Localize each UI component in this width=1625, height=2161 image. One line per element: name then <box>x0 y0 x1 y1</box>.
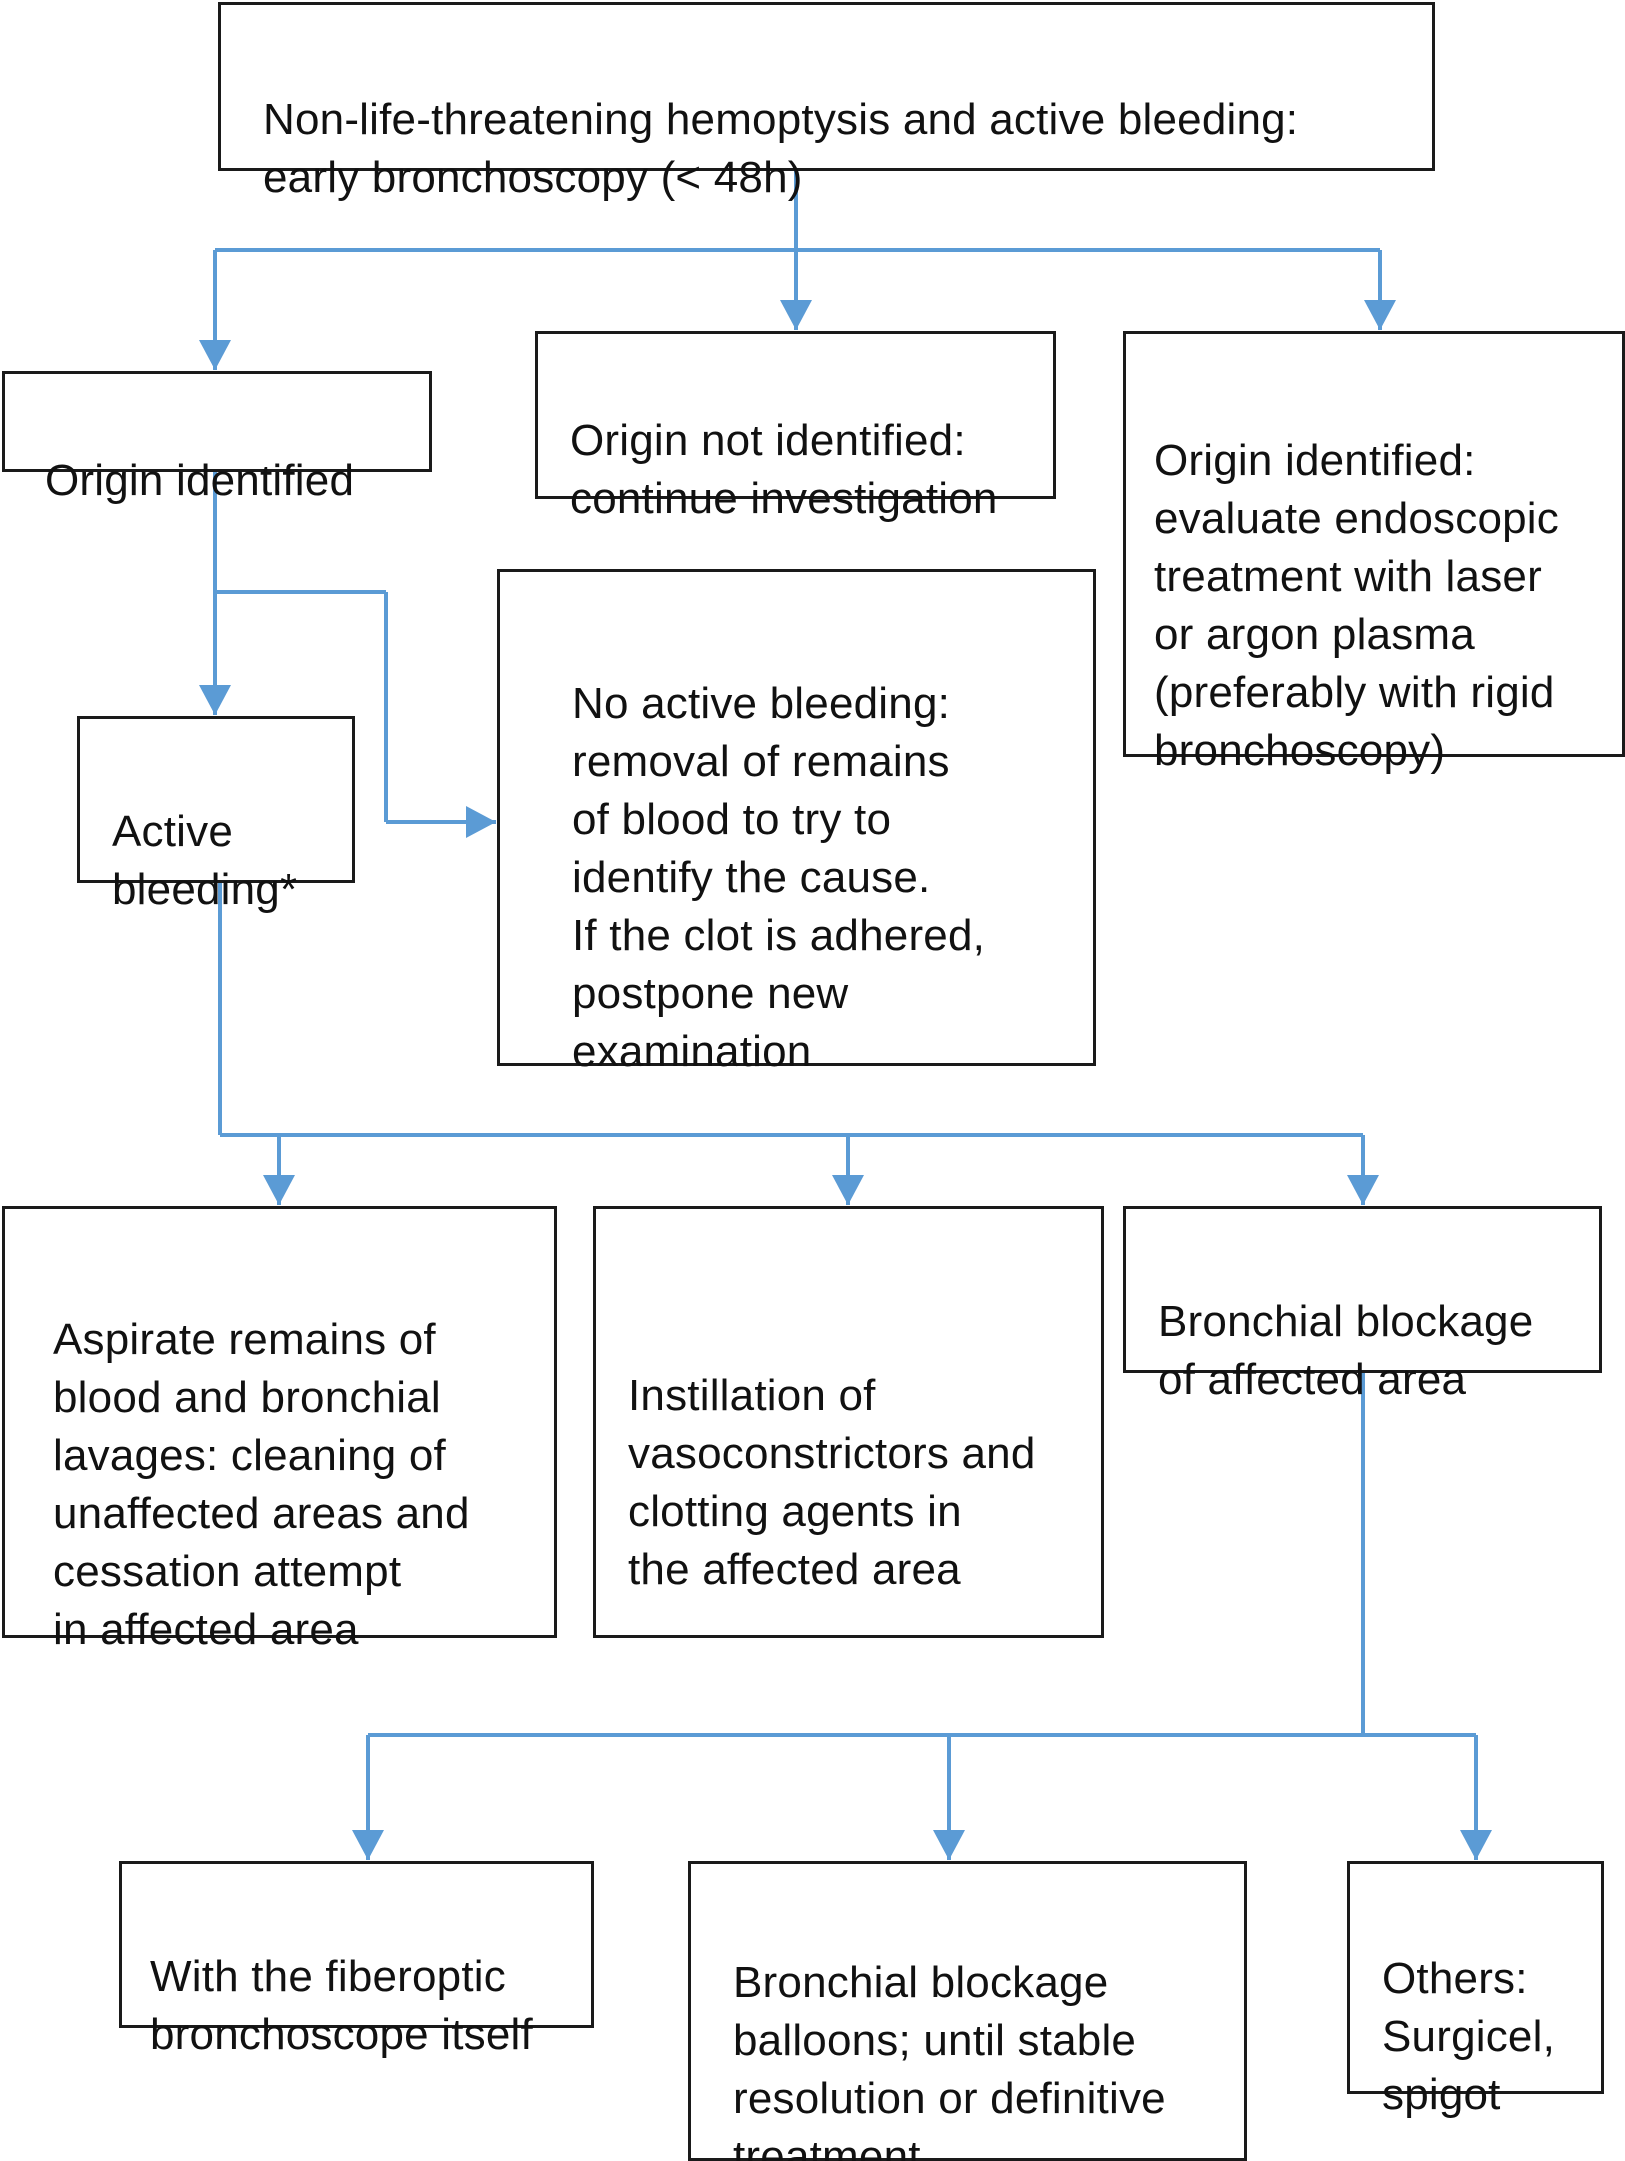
arrowhead-no-active-bleeding <box>466 806 496 838</box>
start-node-text: Non-life-threatening hemoptysis and acti… <box>263 95 1299 202</box>
arrowhead-origin-not-identified <box>780 300 812 330</box>
instillation-node: Instillation of vasoconstrictors and clo… <box>593 1206 1104 1638</box>
arrowhead-others <box>1460 1830 1492 1860</box>
arrowheads <box>199 300 1492 1860</box>
arrowhead-bronchial-blockage <box>1347 1175 1379 1205</box>
start-node: Non-life-threatening hemoptysis and acti… <box>218 2 1435 202</box>
origin-identified-node: Origin identified <box>2 371 432 505</box>
origin-identified-endoscopic-node: Origin identified: evaluate endoscopic t… <box>1123 331 1625 775</box>
origin-not-identified-text: Origin not identified: continue investig… <box>570 416 998 523</box>
instillation-text: Instillation of vasoconstrictors and clo… <box>628 1371 1036 1594</box>
arrowhead-endoscopic <box>1364 300 1396 330</box>
origin-identified-text: Origin identified <box>45 456 355 505</box>
bronchial-blockage-text: Bronchial blockage of affected area <box>1158 1297 1534 1404</box>
aspirate-node: Aspirate remains of blood and bronchial … <box>2 1206 557 1654</box>
no-active-bleeding-node: No active bleeding: removal of remains o… <box>497 569 1096 1076</box>
others-text: Others: Surgicel, spigot <box>1382 1954 1555 2119</box>
arrowhead-origin-identified <box>199 340 231 370</box>
fiberoptic-text: With the fiberoptic bronchoscope itself <box>150 1952 533 2059</box>
no-active-bleeding-text: No active bleeding: removal of remains o… <box>572 679 986 1076</box>
bronchial-blockage-node: Bronchial blockage of affected area <box>1123 1206 1602 1404</box>
origin-not-identified-node: Origin not identified: continue investig… <box>535 331 1056 523</box>
origin-identified-endoscopic-text: Origin identified: evaluate endoscopic t… <box>1154 436 1559 775</box>
arrowhead-aspirate <box>263 1175 295 1205</box>
balloons-node: Bronchial blockage balloons; until stabl… <box>688 1861 1247 2161</box>
arrowhead-instillation <box>832 1175 864 1205</box>
arrowhead-balloons <box>933 1830 965 1860</box>
balloons-text: Bronchial blockage balloons; until stabl… <box>733 1958 1166 2161</box>
aspirate-text: Aspirate remains of blood and bronchial … <box>53 1315 470 1654</box>
active-bleeding-text: Active bleeding* <box>112 807 298 914</box>
fiberoptic-node: With the fiberoptic bronchoscope itself <box>119 1861 594 2059</box>
arrowhead-active-bleeding <box>199 685 231 715</box>
active-bleeding-node: Active bleeding* <box>77 716 355 914</box>
others-node: Others: Surgicel, spigot <box>1347 1861 1604 2119</box>
arrowhead-fiberoptic <box>352 1830 384 1860</box>
